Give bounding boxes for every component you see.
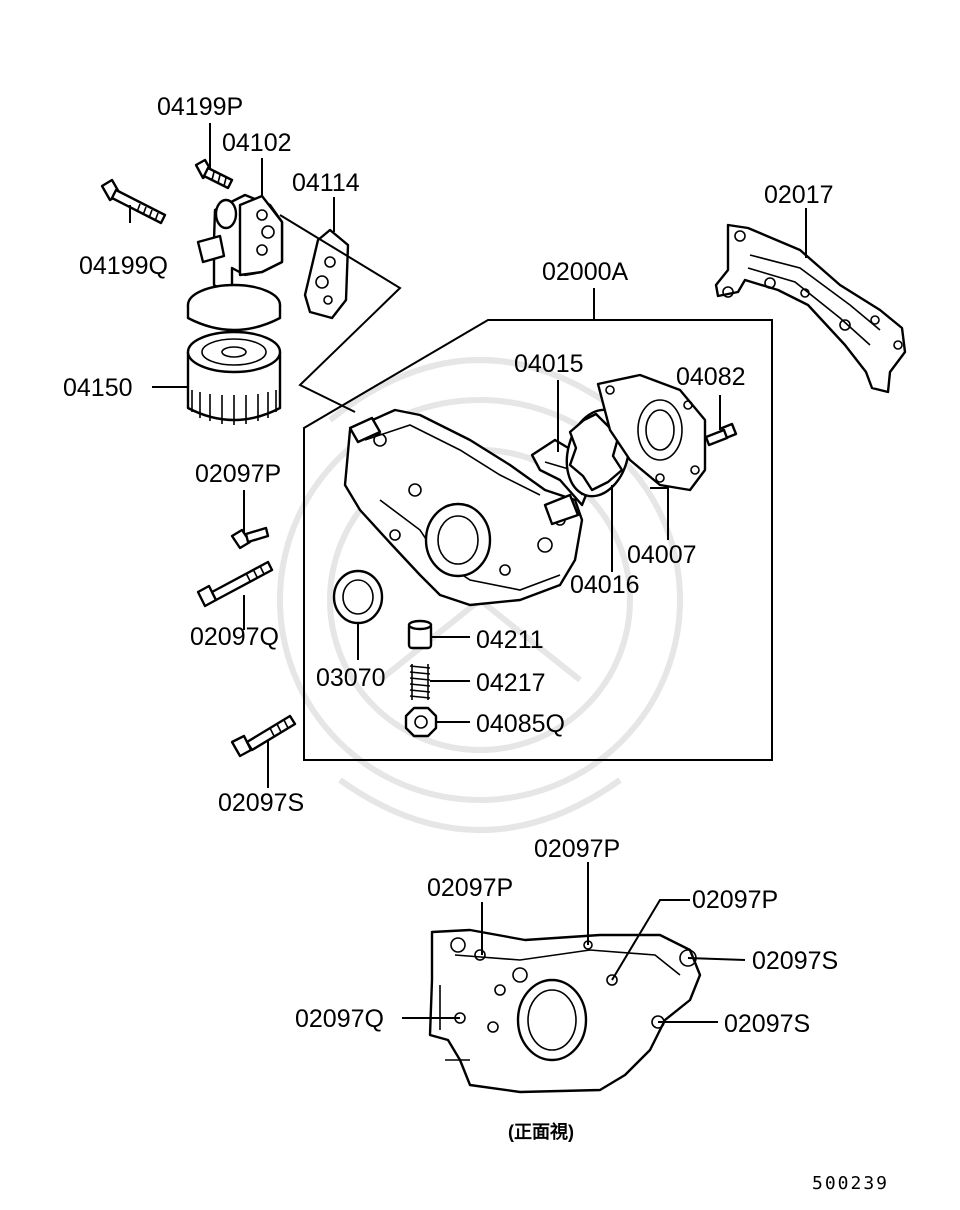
label-04016: 04016 bbox=[570, 571, 640, 599]
plug-04085Q bbox=[404, 706, 438, 738]
label-04217: 04217 bbox=[476, 669, 546, 697]
label-02097S: 02097S bbox=[218, 789, 304, 817]
label-02097P: 02097P bbox=[195, 460, 281, 488]
gasket-04114 bbox=[303, 228, 350, 320]
label-04015: 04015 bbox=[514, 350, 584, 378]
label-front-02097P-right: 02097P bbox=[692, 886, 778, 914]
label-04199Q: 04199Q bbox=[79, 252, 168, 280]
part-labels: 04199P 04102 04114 04199Q 04150 02017 02… bbox=[63, 93, 889, 1194]
label-front-02097S-upper: 02097S bbox=[752, 947, 838, 975]
plunger-04211 bbox=[407, 619, 433, 650]
oil-pump-case bbox=[343, 408, 584, 607]
label-03070: 03070 bbox=[316, 664, 386, 692]
label-02097Q: 02097Q bbox=[190, 623, 279, 651]
oil-filter-04150 bbox=[186, 283, 282, 425]
label-04199P: 04199P bbox=[157, 93, 243, 121]
label-04085Q: 04085Q bbox=[476, 710, 565, 738]
bolt-04199Q bbox=[100, 178, 167, 225]
spring-04217 bbox=[409, 664, 431, 700]
pump-cover-04007 bbox=[596, 373, 707, 492]
label-front-02097P-left: 02097P bbox=[427, 874, 513, 902]
label-04102: 04102 bbox=[222, 129, 292, 157]
bolt-04199P bbox=[194, 158, 234, 190]
label-02017: 02017 bbox=[764, 181, 834, 209]
assembly-boundary bbox=[303, 319, 773, 761]
oil-seal-03070 bbox=[332, 569, 384, 625]
leader-lines bbox=[129, 123, 807, 1023]
label-front-02097S-lower: 02097S bbox=[724, 1010, 810, 1038]
label-front-02097P-top: 02097P bbox=[534, 835, 620, 863]
screw-04082 bbox=[704, 422, 738, 447]
label-02000A: 02000A bbox=[542, 258, 629, 286]
plate-02017 bbox=[714, 223, 907, 394]
label-04211: 04211 bbox=[476, 626, 544, 654]
bolt-02097Q bbox=[196, 560, 274, 608]
label-04082: 04082 bbox=[676, 363, 746, 391]
bolt-02097P bbox=[230, 526, 270, 550]
label-04114: 04114 bbox=[292, 169, 360, 197]
label-front-02097Q: 02097Q bbox=[295, 1005, 384, 1033]
figure-number: 500239 bbox=[812, 1173, 889, 1194]
bolt-02097S bbox=[230, 714, 297, 758]
label-04150: 04150 bbox=[63, 374, 133, 402]
label-04007: 04007 bbox=[627, 541, 697, 569]
view-caption: (正面視) bbox=[508, 1121, 574, 1142]
oil-filter-bracket-04102 bbox=[196, 193, 284, 292]
front-view-pump-case bbox=[428, 928, 702, 1094]
